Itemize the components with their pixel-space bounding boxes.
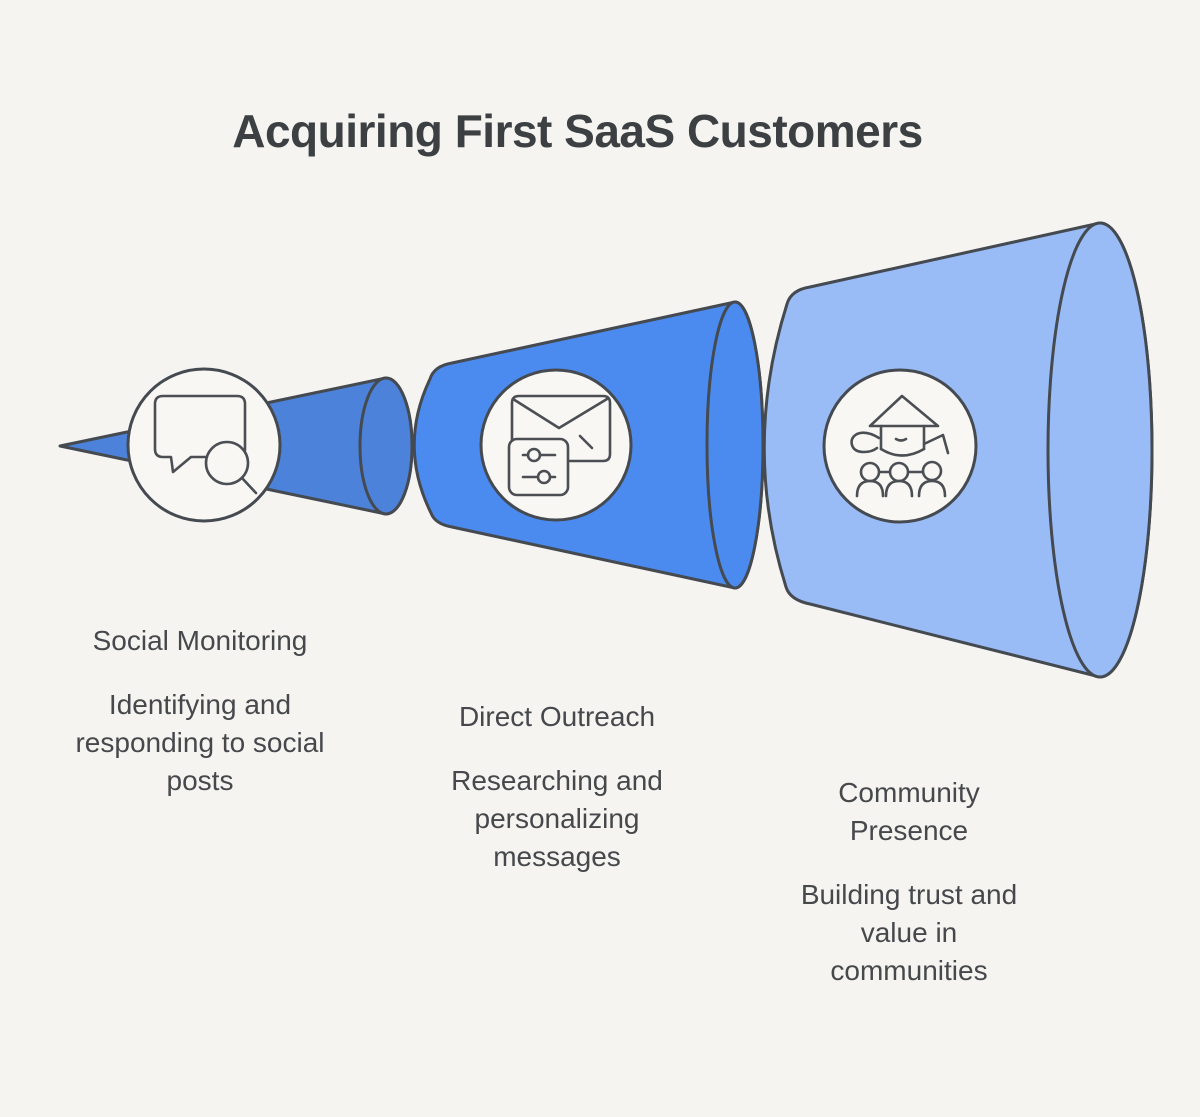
envelope-settings-icon [479, 368, 633, 522]
person-head-1 [859, 461, 881, 483]
stage-3-heading-line: Community [838, 777, 980, 808]
leader-right-arm [922, 433, 950, 455]
person-head-3 [921, 460, 943, 482]
stage-3-icon-circle [822, 368, 978, 524]
slider-knob-2 [536, 469, 552, 485]
stage-3-description: Building trust and value in communities [749, 876, 1069, 990]
person-shoulders-2 [884, 479, 914, 498]
slider-knob-1 [526, 447, 542, 463]
stage-3-end-cap [1046, 221, 1154, 679]
stage-1-label: Social Monitoring Identifying and respon… [40, 622, 360, 800]
envelope-flap [511, 397, 609, 430]
person-shoulders-3 [917, 479, 947, 498]
person-shoulders-1 [855, 479, 885, 498]
stage-1-heading: Social Monitoring [40, 622, 360, 660]
stage-1-heading-line: Social Monitoring [92, 625, 308, 656]
person-head-2 [888, 461, 910, 483]
magnifier-handle [240, 476, 258, 495]
stage-3-label: Community Presence Building trust and va… [749, 774, 1069, 990]
stage-2-description-line: personalizing [474, 803, 640, 834]
stage-2-description-line: Researching and [451, 765, 663, 796]
envelope-outline [510, 394, 612, 463]
stage-3-description-line: communities [830, 955, 988, 986]
stage-3-description-line: value in [860, 917, 958, 948]
stage-1-description-line: posts [166, 765, 234, 796]
stage-1-description-line: responding to social [75, 727, 325, 758]
stage-2-heading: Direct Outreach [397, 698, 717, 736]
roof-shape [868, 394, 940, 428]
stage-1-description: Identifying and responding to social pos… [40, 686, 360, 800]
stage-1-description-line: Identifying and [108, 689, 292, 720]
stage-3-heading: Community Presence [749, 774, 1069, 850]
stage-2-end-cap [705, 300, 765, 590]
stage-2-label: Direct Outreach Researching and personal… [397, 698, 717, 876]
page-title: Acquiring First SaaS Customers [232, 105, 923, 157]
magnifier-lens [204, 440, 250, 486]
leader-mouth [894, 437, 908, 442]
stage-2-description-line: messages [493, 841, 621, 872]
community-icon [822, 368, 978, 524]
stage-2-description: Researching and personalizing messages [397, 762, 717, 876]
stage-3-heading-line: Presence [849, 815, 969, 846]
stage-1-icon-circle [126, 367, 282, 523]
leader-left-arm [850, 431, 881, 454]
social-monitoring-icon [126, 367, 282, 523]
leader-chin-arc [879, 447, 926, 457]
stage-1-end-cap [358, 376, 414, 516]
sliders-panel [507, 437, 570, 497]
speech-bubble-shape [153, 394, 247, 474]
stage-2-heading-line: Direct Outreach [458, 701, 656, 732]
envelope-fold-mark [578, 434, 594, 450]
stage-3-description-line: Building trust and [800, 879, 1018, 910]
